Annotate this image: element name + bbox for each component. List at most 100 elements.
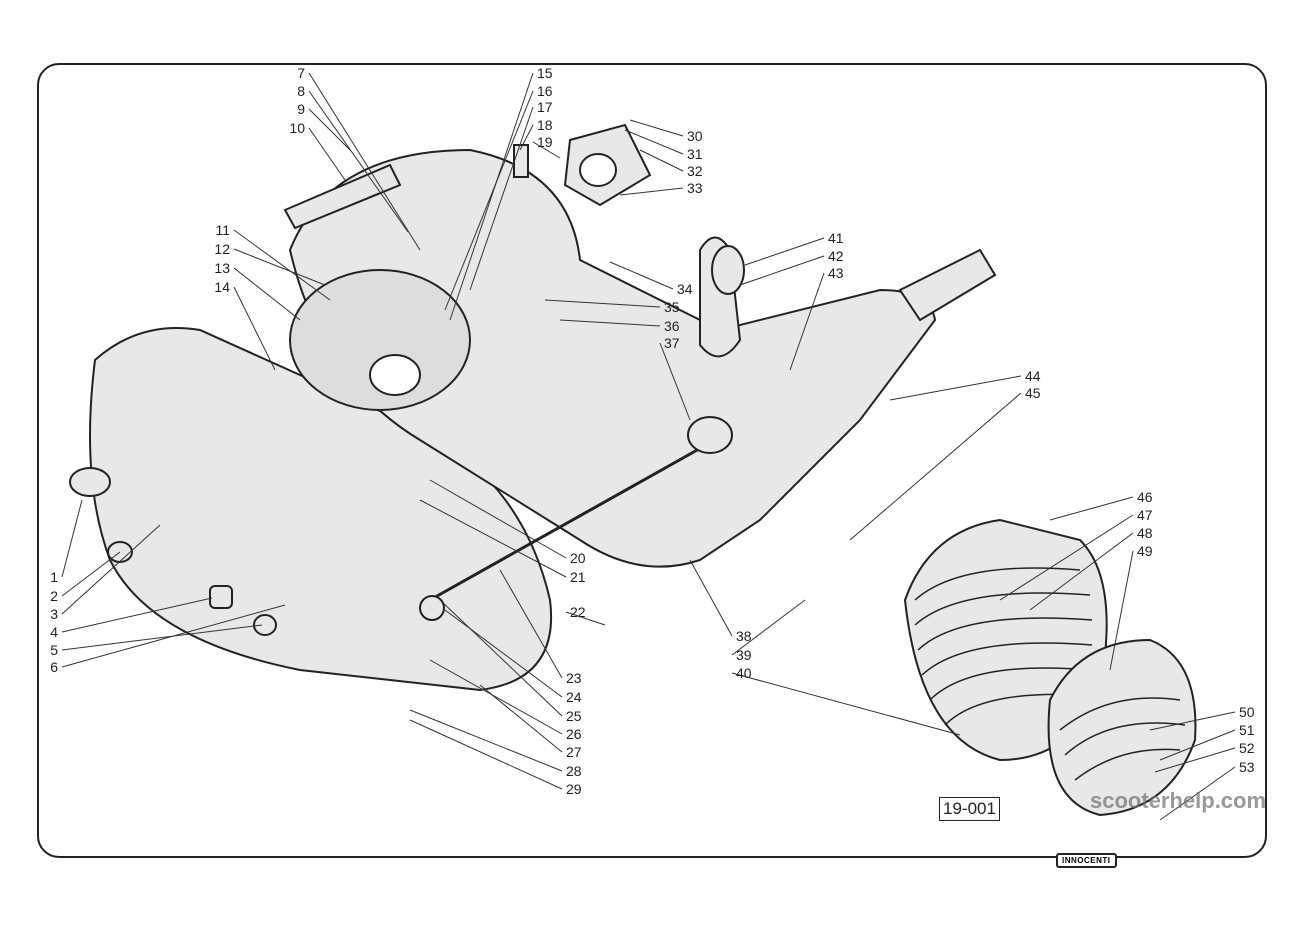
- callout-52: 52: [1239, 740, 1255, 756]
- leader-line-5: [61, 624, 263, 651]
- leader-line-51: [1159, 729, 1236, 761]
- leader-line-9: [308, 108, 351, 151]
- callout-16: 16: [537, 83, 553, 99]
- callout-5: 5: [50, 642, 58, 658]
- leader-line-52: [1154, 747, 1236, 773]
- leader-line-12: [233, 248, 326, 286]
- callout-4: 4: [50, 624, 58, 640]
- callout-49: 49: [1137, 543, 1153, 559]
- leader-line-13: [233, 267, 301, 321]
- leader-line-31: [624, 129, 684, 155]
- kickstart-shaft: [283, 163, 402, 230]
- callout-45: 45: [1025, 385, 1041, 401]
- leader-line-49: [1109, 550, 1134, 671]
- leader-line-34: [609, 261, 674, 290]
- callout-37: 37: [664, 335, 680, 351]
- hub-boss: [69, 467, 111, 497]
- plug: [209, 585, 233, 609]
- leader-line-48: [1029, 532, 1134, 611]
- callout-21: 21: [570, 569, 586, 585]
- callout-6: 6: [50, 659, 58, 675]
- leader-line-46: [1049, 496, 1134, 521]
- diagram-frame: [37, 63, 1267, 858]
- dowel-pin: [513, 144, 529, 178]
- callout-32: 32: [687, 163, 703, 179]
- callout-39: 39: [736, 647, 752, 663]
- leader-line-38: [689, 559, 733, 637]
- clutch-cover: [289, 269, 471, 411]
- callout-23: 23: [566, 670, 582, 686]
- callout-3: 3: [50, 606, 58, 622]
- callout-35: 35: [664, 299, 680, 315]
- leader-line-8: [308, 90, 409, 233]
- callout-17: 17: [537, 99, 553, 115]
- callout-18: 18: [537, 117, 553, 133]
- rubber-cap: [711, 245, 745, 295]
- leader-line-44: [889, 375, 1022, 401]
- leader-line-18: [519, 124, 534, 151]
- nut: [419, 595, 445, 621]
- leader-line-32: [639, 149, 684, 172]
- leader-line-21: [419, 499, 567, 578]
- callout-20: 20: [570, 550, 586, 566]
- leader-line-33: [619, 187, 684, 196]
- leader-line-6: [61, 604, 286, 668]
- callout-2: 2: [50, 588, 58, 604]
- leader-line-30: [629, 119, 684, 137]
- callout-40: 40: [736, 665, 752, 681]
- leader-line-36: [559, 319, 661, 327]
- callout-10: 10: [289, 120, 305, 136]
- leader-line-16: [444, 90, 534, 311]
- leader-line-37: [659, 342, 691, 421]
- leader-line-27: [479, 684, 563, 753]
- leader-line-15: [449, 72, 534, 321]
- leader-line-35: [544, 299, 661, 308]
- callout-15: 15: [537, 65, 553, 81]
- leader-line-19: [532, 141, 561, 159]
- callout-43: 43: [828, 265, 844, 281]
- callout-46: 46: [1137, 489, 1153, 505]
- through-bolt: [429, 438, 716, 602]
- callout-41: 41: [828, 230, 844, 246]
- callout-34: 34: [677, 281, 693, 297]
- callout-25: 25: [566, 708, 582, 724]
- callout-31: 31: [687, 146, 703, 162]
- bush: [687, 416, 733, 454]
- leader-line-45: [849, 392, 1022, 541]
- leader-line-41: [744, 237, 825, 266]
- leader-line-39: [731, 599, 806, 656]
- leader-line-2: [61, 551, 121, 597]
- callout-19: 19: [537, 134, 553, 150]
- leader-line-28: [409, 709, 563, 772]
- callout-9: 9: [297, 101, 305, 117]
- callout-29: 29: [566, 781, 582, 797]
- callout-53: 53: [1239, 759, 1255, 775]
- callout-27: 27: [566, 744, 582, 760]
- watermark: scooterhelp.com: [1090, 788, 1267, 813]
- leader-line-23: [499, 569, 563, 679]
- callout-24: 24: [566, 689, 582, 705]
- leader-line-42: [739, 255, 825, 286]
- callout-12: 12: [214, 241, 230, 257]
- leader-line-4: [61, 597, 213, 633]
- leader-line-20: [429, 479, 567, 559]
- leader-line-10: [308, 127, 346, 181]
- leader-line-43: [789, 272, 825, 371]
- callout-51: 51: [1239, 722, 1255, 738]
- leader-line-7: [308, 72, 421, 251]
- callout-7: 7: [297, 65, 305, 81]
- callout-26: 26: [566, 726, 582, 742]
- leader-line-50: [1149, 711, 1236, 731]
- figure-reference-code: 19-001: [939, 797, 1000, 821]
- callout-13: 13: [214, 260, 230, 276]
- callout-11: 11: [215, 222, 230, 238]
- head-fins: [1059, 697, 1186, 781]
- callout-1: 1: [50, 569, 58, 585]
- filler-plug: [253, 614, 277, 636]
- leader-line-17: [469, 106, 534, 291]
- callout-42: 42: [828, 248, 844, 264]
- callout-47: 47: [1137, 507, 1153, 523]
- callout-50: 50: [1239, 704, 1255, 720]
- leader-line-1: [61, 499, 83, 578]
